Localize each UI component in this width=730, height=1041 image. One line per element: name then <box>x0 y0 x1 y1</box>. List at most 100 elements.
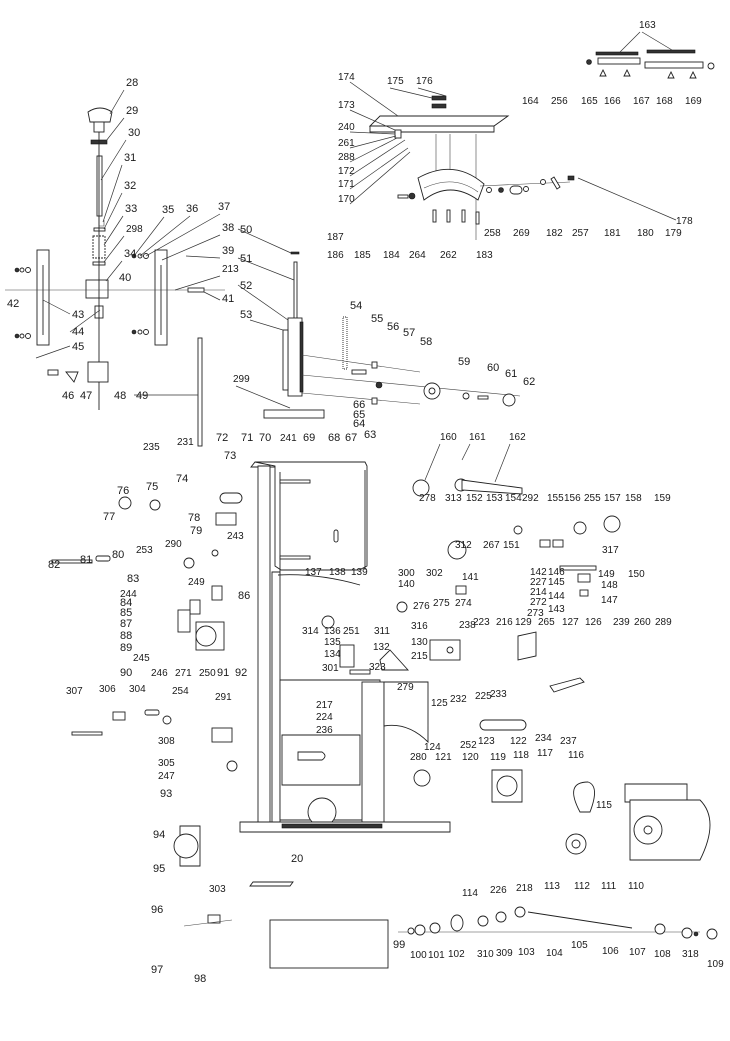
part-label-75: 75 <box>146 481 158 493</box>
part-label-258: 258 <box>484 228 501 239</box>
leader-lines <box>35 31 677 483</box>
part-label-83: 83 <box>127 573 139 585</box>
part-label-125: 125 <box>431 698 448 709</box>
part-label-173: 173 <box>338 100 355 111</box>
part-label-50: 50 <box>240 224 252 236</box>
part-label-154: 154 <box>505 493 522 504</box>
part-label-160: 160 <box>440 432 457 443</box>
part-label-301: 301 <box>322 663 339 674</box>
part-label-140: 140 <box>398 579 415 590</box>
part-label-247: 247 <box>158 771 175 782</box>
part-label-101: 101 <box>428 950 445 961</box>
part-label-81: 81 <box>80 554 92 566</box>
part-label-32: 32 <box>124 180 136 192</box>
part-label-110: 110 <box>628 881 644 892</box>
part-label-84: 84 <box>120 597 132 609</box>
part-label-129: 129 <box>515 617 532 628</box>
part-label-157: 157 <box>604 493 621 504</box>
part-label-252: 252 <box>460 740 477 751</box>
part-label-70: 70 <box>259 432 271 444</box>
part-label-272: 272 <box>530 597 547 608</box>
part-label-238: 238 <box>459 620 476 631</box>
part-label-317: 317 <box>602 545 619 556</box>
fence-rails <box>586 49 715 79</box>
part-label-152: 152 <box>466 493 483 504</box>
part-label-34: 34 <box>124 248 136 260</box>
part-label-306: 306 <box>99 684 116 695</box>
part-label-122: 122 <box>510 736 527 747</box>
part-label-246: 246 <box>151 668 168 679</box>
part-label-305: 305 <box>158 758 175 769</box>
part-label-36: 36 <box>186 203 198 215</box>
part-label-121: 121 <box>435 752 452 763</box>
part-label-61: 61 <box>505 368 517 380</box>
part-label-233: 233 <box>490 689 507 700</box>
upper-tension-assembly <box>250 251 521 468</box>
part-label-67: 67 <box>345 432 357 444</box>
part-label-64: 64 <box>353 418 365 430</box>
part-label-44: 44 <box>72 326 84 338</box>
part-label-261: 261 <box>338 138 355 149</box>
part-label-213: 213 <box>222 264 239 275</box>
part-label-178: 178 <box>676 216 693 227</box>
part-label-112: 112 <box>574 881 590 892</box>
part-label-72: 72 <box>216 432 228 444</box>
part-label-95: 95 <box>153 863 165 875</box>
part-label-62: 62 <box>523 376 535 388</box>
part-label-153: 153 <box>486 493 503 504</box>
part-label-115: 115 <box>596 800 612 811</box>
part-label-52: 52 <box>240 280 252 292</box>
part-label-98: 98 <box>194 973 206 985</box>
part-label-251: 251 <box>343 626 360 637</box>
part-label-175: 175 <box>387 76 404 87</box>
part-label-40: 40 <box>119 272 131 284</box>
motor-assembly <box>173 769 718 969</box>
part-label-239: 239 <box>613 617 630 628</box>
part-label-58: 58 <box>420 336 432 348</box>
part-label-82: 82 <box>48 559 60 571</box>
part-label-42: 42 <box>7 298 19 310</box>
part-label-33: 33 <box>125 203 137 215</box>
part-label-49: 49 <box>136 390 148 402</box>
part-label-168: 168 <box>656 96 673 107</box>
part-label-96: 96 <box>151 904 163 916</box>
part-label-308: 308 <box>158 736 175 747</box>
part-label-310: 310 <box>477 949 494 960</box>
part-label-312: 312 <box>455 540 472 551</box>
part-label-91: 91 <box>217 667 229 679</box>
part-label-227: 227 <box>530 577 547 588</box>
part-label-186: 186 <box>327 250 344 261</box>
part-label-161: 161 <box>469 432 486 443</box>
part-label-244: 244 <box>120 589 137 600</box>
part-label-35: 35 <box>162 204 174 216</box>
part-label-103: 103 <box>518 947 535 958</box>
part-label-183: 183 <box>476 250 493 261</box>
part-label-264: 264 <box>409 250 426 261</box>
part-label-236: 236 <box>316 725 333 736</box>
part-label-56: 56 <box>387 321 399 333</box>
part-label-237: 237 <box>560 736 577 747</box>
part-label-39: 39 <box>222 245 234 257</box>
part-label-257: 257 <box>572 228 589 239</box>
table-assembly <box>368 95 575 240</box>
part-label-47: 47 <box>80 390 92 402</box>
part-label-111: 111 <box>601 881 617 892</box>
part-label-76: 76 <box>117 485 129 497</box>
part-label-65: 65 <box>353 409 365 421</box>
part-label-66: 66 <box>353 399 365 411</box>
part-label-148: 148 <box>601 580 618 591</box>
part-label-182: 182 <box>546 228 563 239</box>
part-label-150: 150 <box>628 569 645 580</box>
part-label-214: 214 <box>530 587 547 598</box>
part-label-162: 162 <box>509 432 526 443</box>
part-label-141: 141 <box>462 572 479 583</box>
part-label-311: 311 <box>374 626 390 637</box>
part-label-31: 31 <box>124 152 136 164</box>
part-label-126: 126 <box>585 617 602 628</box>
part-label-226: 226 <box>490 885 507 896</box>
part-label-20: 20 <box>291 853 303 865</box>
part-label-136: 136 <box>324 626 341 637</box>
part-label-90: 90 <box>120 667 132 679</box>
part-label-245: 245 <box>133 653 150 664</box>
